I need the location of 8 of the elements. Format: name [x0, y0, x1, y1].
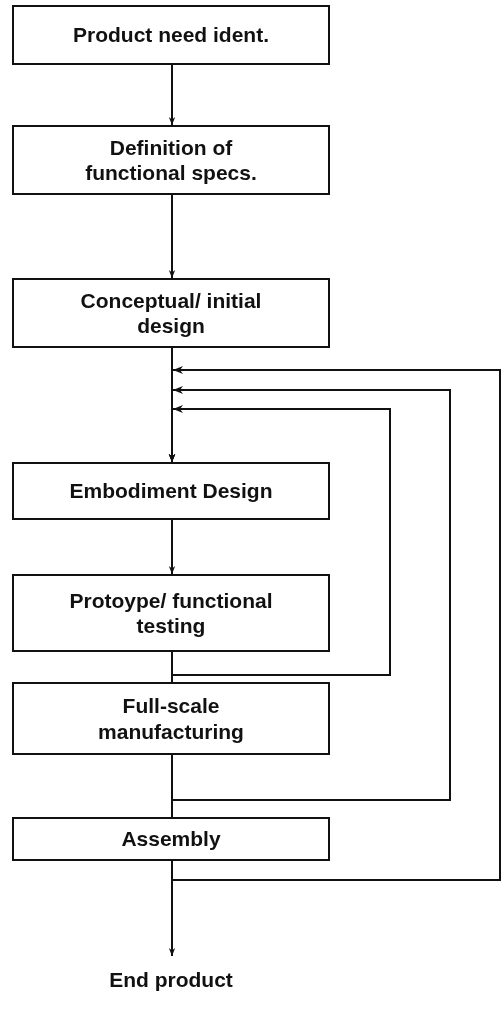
process-box: Assembly [12, 817, 330, 861]
process-box: Product need ident. [12, 5, 330, 65]
process-box: Conceptual/ initial design [12, 278, 330, 348]
process-box: Protoype/ functional testing [12, 574, 330, 652]
process-box: Full-scale manufacturing [12, 682, 330, 755]
output-label: End product [12, 962, 330, 998]
process-box: Definition of functional specs. [12, 125, 330, 195]
process-box: Embodiment Design [12, 462, 330, 520]
